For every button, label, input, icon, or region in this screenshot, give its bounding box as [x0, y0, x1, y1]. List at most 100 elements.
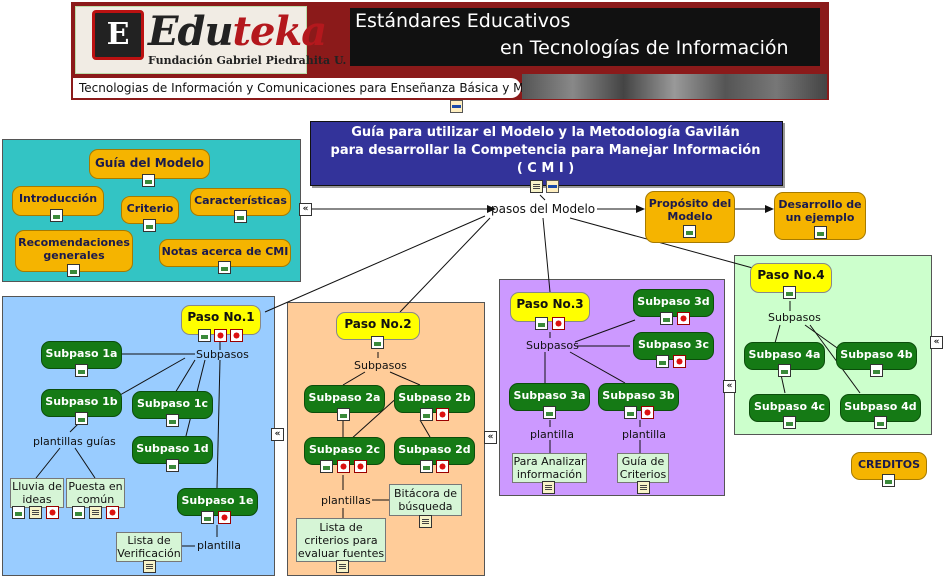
image-icon[interactable]	[50, 209, 63, 222]
html-icon[interactable]	[546, 180, 559, 193]
interactive-icon[interactable]	[677, 312, 690, 325]
bitacora-node[interactable]: Bitácora de búsqueda	[389, 484, 462, 516]
document-icon[interactable]	[336, 560, 349, 573]
main-title-line3: ( C M I )	[516, 161, 575, 176]
subpasos-label: Subpasos	[354, 359, 407, 372]
image-icon[interactable]	[143, 219, 156, 232]
paso2-node[interactable]: Paso No.2	[336, 312, 420, 340]
lista-criterios-node[interactable]: Lista de criterios para evaluar fuentes	[296, 518, 386, 562]
collapse-paso3-icon[interactable]: «	[723, 380, 736, 393]
creditos-node[interactable]: CREDITOS	[851, 452, 927, 480]
subpaso-2b-node[interactable]: Subpaso 2b	[394, 385, 475, 413]
subpasos-label: Subpasos	[196, 348, 249, 361]
image-icon[interactable]	[75, 364, 88, 377]
image-icon[interactable]	[371, 336, 384, 349]
image-icon[interactable]	[683, 225, 696, 238]
photo-strip	[522, 74, 827, 99]
image-icon[interactable]	[218, 261, 231, 274]
image-icon[interactable]	[874, 416, 887, 429]
interactive-icon[interactable]	[436, 408, 449, 421]
main-title-line2: para desarrollar la Competencia para Man…	[330, 143, 761, 158]
caracteristicas-node[interactable]: Características	[190, 188, 291, 216]
guia-criterios-node[interactable]: Guía de Criterios	[617, 453, 669, 483]
image-icon[interactable]	[166, 414, 179, 427]
interactive-icon[interactable]	[337, 460, 350, 473]
document-icon[interactable]	[637, 481, 650, 494]
image-icon[interactable]	[198, 329, 211, 342]
html-icon[interactable]	[450, 100, 463, 113]
interactive-icon[interactable]	[436, 460, 449, 473]
paso1-node[interactable]: Paso No.1	[181, 305, 261, 335]
header-title-box	[350, 8, 820, 66]
image-icon[interactable]	[778, 364, 791, 377]
pasos-del-modelo-label: pasos del Modelo	[491, 202, 596, 216]
image-icon[interactable]	[543, 406, 556, 419]
image-icon[interactable]	[882, 474, 895, 487]
interactive-icon[interactable]	[354, 460, 367, 473]
image-icon[interactable]	[420, 408, 433, 421]
interactive-icon[interactable]	[46, 506, 59, 519]
image-icon[interactable]	[67, 264, 80, 277]
subpaso-3d-node[interactable]: Subpaso 3d	[633, 289, 714, 317]
image-icon[interactable]	[201, 511, 214, 524]
interactive-icon[interactable]	[552, 317, 565, 330]
document-icon[interactable]	[29, 506, 42, 519]
collapse-paso4-icon[interactable]: «	[930, 336, 943, 349]
document-icon[interactable]	[143, 560, 156, 573]
plantillas-label: plantillas	[321, 494, 371, 507]
interactive-icon[interactable]	[218, 511, 231, 524]
image-icon[interactable]	[234, 210, 247, 223]
plantillas-guias-label: plantillas guías	[33, 435, 116, 448]
plantilla-label: plantilla	[197, 539, 241, 552]
puesta-comun-node[interactable]: Puesta en común	[66, 478, 125, 508]
brand-name[interactable]: Eduteka	[148, 8, 327, 55]
foundation-name: Fundación Gabriel Piedrahita U.	[148, 54, 347, 67]
document-icon[interactable]	[530, 180, 543, 193]
plantilla-label: plantilla	[530, 428, 574, 441]
image-icon[interactable]	[783, 286, 796, 299]
subpasos-label: Subpasos	[526, 339, 579, 352]
subpasos-label: Subpasos	[768, 311, 821, 324]
interactive-icon[interactable]	[106, 506, 119, 519]
collapse-guia-icon[interactable]: «	[299, 203, 312, 216]
interactive-icon[interactable]	[230, 329, 243, 342]
guia-del-modelo-node[interactable]: Guía del Modelo	[89, 149, 210, 179]
document-icon[interactable]	[419, 515, 432, 528]
interactive-icon[interactable]	[673, 355, 686, 368]
subpaso-2d-node[interactable]: Subpaso 2d	[394, 437, 475, 465]
image-icon[interactable]	[624, 406, 637, 419]
subpaso-3b-node[interactable]: Subpaso 3b	[598, 383, 679, 411]
image-icon[interactable]	[72, 506, 85, 519]
image-icon[interactable]	[814, 226, 827, 239]
collapse-paso2-icon[interactable]: «	[484, 431, 497, 444]
image-icon[interactable]	[535, 317, 548, 330]
collapse-paso1-icon[interactable]: «	[271, 428, 284, 441]
subpaso-3a-node[interactable]: Subpaso 3a	[509, 383, 590, 411]
image-icon[interactable]	[142, 174, 155, 187]
image-icon[interactable]	[783, 416, 796, 429]
image-icon[interactable]	[656, 355, 669, 368]
header-title-line1: Estándares Educativos	[355, 10, 571, 32]
subpaso-2a-node[interactable]: Subpaso 2a	[304, 385, 385, 413]
document-icon[interactable]	[89, 506, 102, 519]
introduccion-node[interactable]: Introducción	[12, 186, 104, 216]
para-analizar-node[interactable]: Para Analizar información	[512, 453, 587, 483]
lluvia-ideas-node[interactable]: Lluvia de ideas	[10, 478, 64, 508]
image-icon[interactable]	[166, 459, 179, 472]
image-icon[interactable]	[75, 412, 88, 425]
image-icon[interactable]	[660, 312, 673, 325]
tagline-text: Tecnologias de Información y Comunicacio…	[79, 81, 550, 95]
paso3-node[interactable]: Paso No.3	[510, 292, 590, 322]
image-icon[interactable]	[12, 506, 25, 519]
interactive-icon[interactable]	[214, 329, 227, 342]
interactive-icon[interactable]	[641, 406, 654, 419]
eduteka-logo-icon: E	[92, 10, 144, 60]
document-icon[interactable]	[542, 481, 555, 494]
lista-verificacion-node[interactable]: Lista de Verificación	[116, 532, 182, 562]
image-icon[interactable]	[420, 460, 433, 473]
image-icon[interactable]	[337, 408, 350, 421]
image-icon[interactable]	[320, 460, 333, 473]
image-icon[interactable]	[870, 364, 883, 377]
subpaso-1e-node[interactable]: Subpaso 1e	[177, 488, 258, 516]
